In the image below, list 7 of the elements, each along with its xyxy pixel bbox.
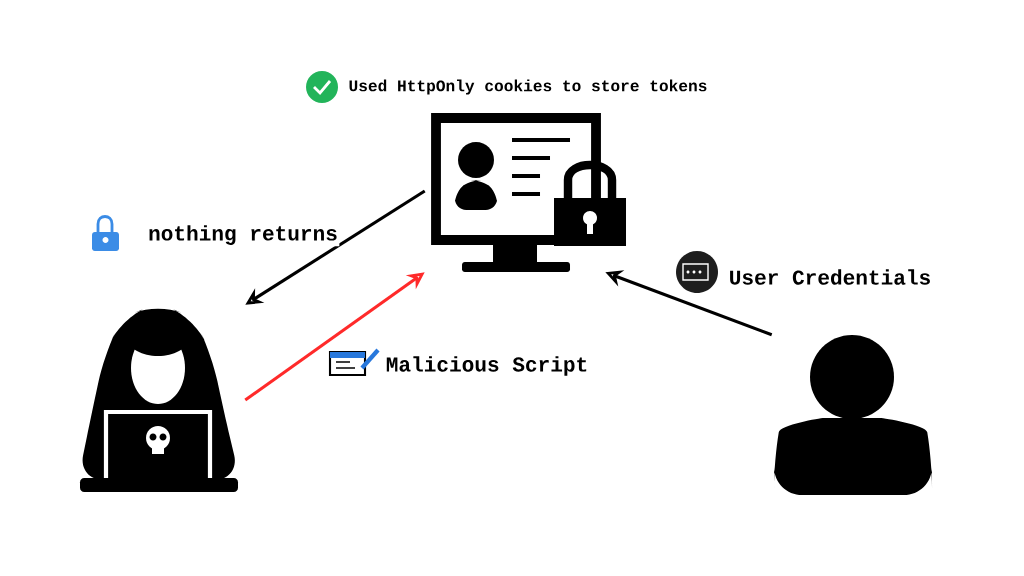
edge-label: Malicious Script: [384, 354, 590, 378]
hacker-drawing: [80, 308, 238, 492]
computer-drawing: [431, 113, 626, 272]
edge-label: nothing returns: [146, 223, 340, 247]
edge-label: User Credentials: [727, 267, 933, 287]
heading-text: Used HttpOnly cookies to store tokens: [349, 79, 707, 95]
user-drawing: [774, 335, 932, 495]
